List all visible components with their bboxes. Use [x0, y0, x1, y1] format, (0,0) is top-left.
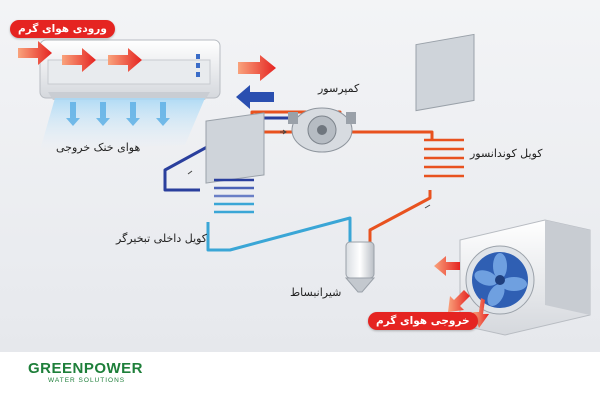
- evaporator-coil-icon: [205, 112, 265, 214]
- evaporator-coil-label: کویل داخلی تبخیرگر: [116, 232, 208, 245]
- footer: [0, 352, 600, 400]
- cool-air-outlet-label: هوای خنک خروجی: [56, 141, 141, 154]
- cold-air-arrows: [66, 102, 170, 126]
- hot-air-outlet-badge: خروجی هوای گرم: [368, 312, 478, 330]
- expansion-valve-label: شیرانبساط: [290, 286, 342, 299]
- hot-air-inlet-badge: ورودی هوای گرم: [10, 20, 115, 38]
- outdoor-unit-icon: [459, 219, 591, 336]
- condenser-coil-label: کویل کوندانسور: [470, 147, 543, 160]
- condenser-coil-icon: [415, 33, 475, 178]
- cool-air-return-arrow: [236, 85, 274, 109]
- brand-logo: GREENPOWER: [28, 360, 144, 377]
- hot-air-inlet-arrows: [18, 41, 276, 81]
- brand-tagline: WATER SOLUTIONS: [48, 377, 126, 384]
- compressor-icon: [288, 107, 356, 153]
- expansion-valve-icon: [344, 241, 376, 293]
- compressor-label: کمپرسور: [318, 82, 360, 95]
- flow-direction-arrows: [187, 129, 431, 209]
